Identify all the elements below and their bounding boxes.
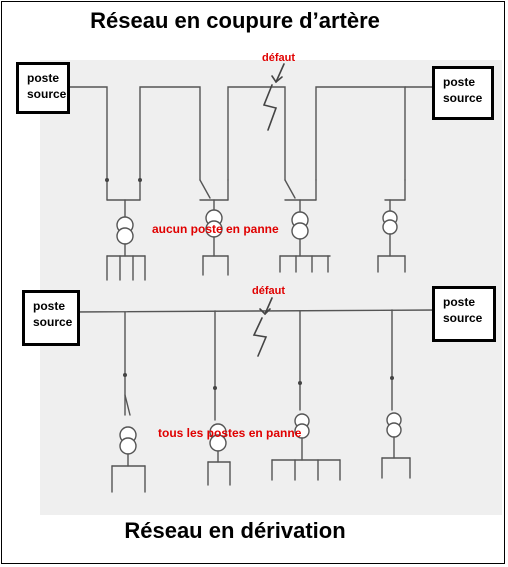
top-fault-label: défaut xyxy=(262,52,295,64)
bottom-source-left-box: poste source xyxy=(22,290,80,346)
sketch-paper xyxy=(40,60,502,515)
bottom-status-label: tous les postes en panne xyxy=(158,426,302,440)
top-source-right-box: poste source xyxy=(432,66,494,120)
top-ring-line xyxy=(69,86,108,181)
top-fault-lightning xyxy=(262,84,278,131)
bottom-fault-lightning xyxy=(252,317,268,357)
bottom-source-right-box: poste source xyxy=(432,286,496,342)
bottom-busbar xyxy=(71,309,439,313)
top-ring-network xyxy=(69,63,438,281)
top-title: Réseau en coupure d’artère xyxy=(90,8,380,33)
bottom-fault-label: défaut xyxy=(252,285,285,297)
top-status-label: aucun poste en panne xyxy=(152,222,279,236)
bottom-radial-network xyxy=(71,297,439,493)
bottom-title: Réseau en dérivation xyxy=(124,518,346,543)
top-source-left-box: poste source xyxy=(16,62,70,114)
